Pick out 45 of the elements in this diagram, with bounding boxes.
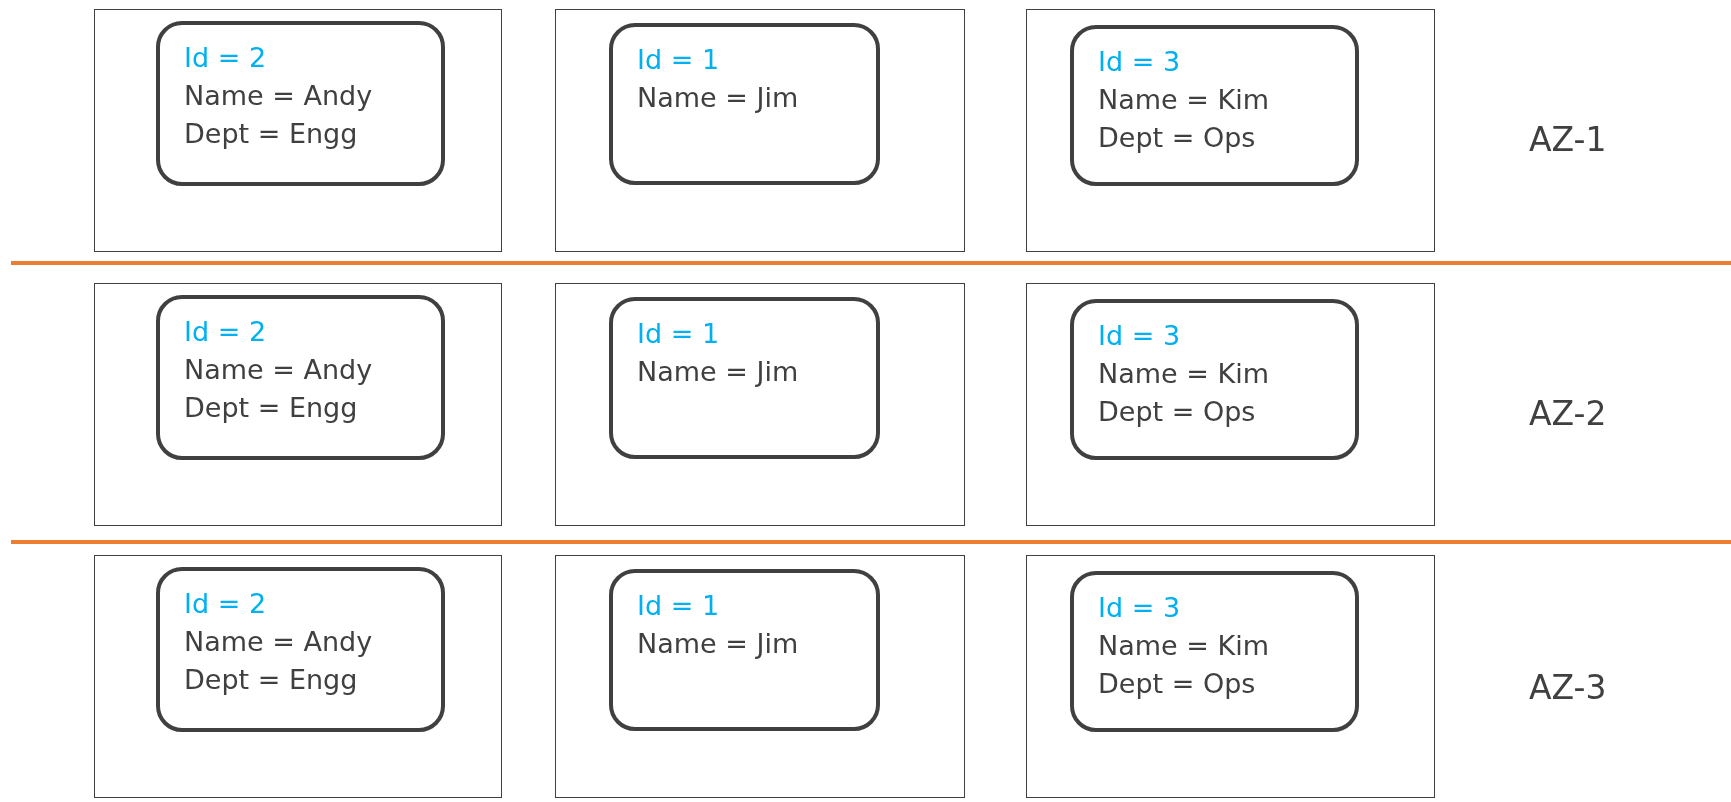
zone-label: AZ-1 [1529, 120, 1607, 159]
record-id: Id = 3 [1098, 45, 1181, 79]
container-box [94, 9, 502, 252]
container-box [1026, 9, 1435, 252]
record-field: Name = Kim [1098, 627, 1269, 665]
record-card [1070, 299, 1359, 460]
record-id: Id = 3 [1098, 591, 1181, 625]
record-field: Name = Jim [637, 625, 799, 663]
record-field: Name = Andy [184, 77, 373, 115]
record-field: Name = Jim [637, 353, 799, 391]
container-box [1026, 283, 1435, 526]
container-box [555, 555, 965, 798]
zone-label: AZ-2 [1529, 394, 1607, 433]
record-id: Id = 2 [184, 41, 267, 75]
record-field: Name = Andy [184, 351, 373, 389]
zone-label: AZ-3 [1529, 668, 1607, 707]
record-card [156, 295, 445, 460]
record-field: Dept = Engg [184, 661, 358, 699]
record-field: Dept = Engg [184, 389, 358, 427]
record-id: Id = 1 [637, 43, 720, 77]
container-box [1026, 555, 1435, 798]
record-field: Name = Jim [637, 79, 799, 117]
record-card [609, 23, 880, 185]
container-box [555, 9, 965, 252]
record-field: Name = Kim [1098, 355, 1269, 393]
container-box [94, 555, 502, 798]
record-card [609, 297, 880, 459]
record-card [156, 567, 445, 732]
record-card [1070, 25, 1359, 186]
record-field: Dept = Engg [184, 115, 358, 153]
record-card [156, 21, 445, 186]
container-box [555, 283, 965, 526]
record-field: Name = Kim [1098, 81, 1269, 119]
container-box [94, 283, 502, 526]
record-id: Id = 2 [184, 315, 267, 349]
record-id: Id = 1 [637, 589, 720, 623]
record-field: Dept = Ops [1098, 119, 1256, 157]
record-id: Id = 1 [637, 317, 720, 351]
record-id: Id = 2 [184, 587, 267, 621]
record-card [609, 569, 880, 731]
record-card [1070, 571, 1359, 732]
record-field: Dept = Ops [1098, 393, 1256, 431]
record-id: Id = 3 [1098, 319, 1181, 353]
record-field: Name = Andy [184, 623, 373, 661]
record-field: Dept = Ops [1098, 665, 1256, 703]
